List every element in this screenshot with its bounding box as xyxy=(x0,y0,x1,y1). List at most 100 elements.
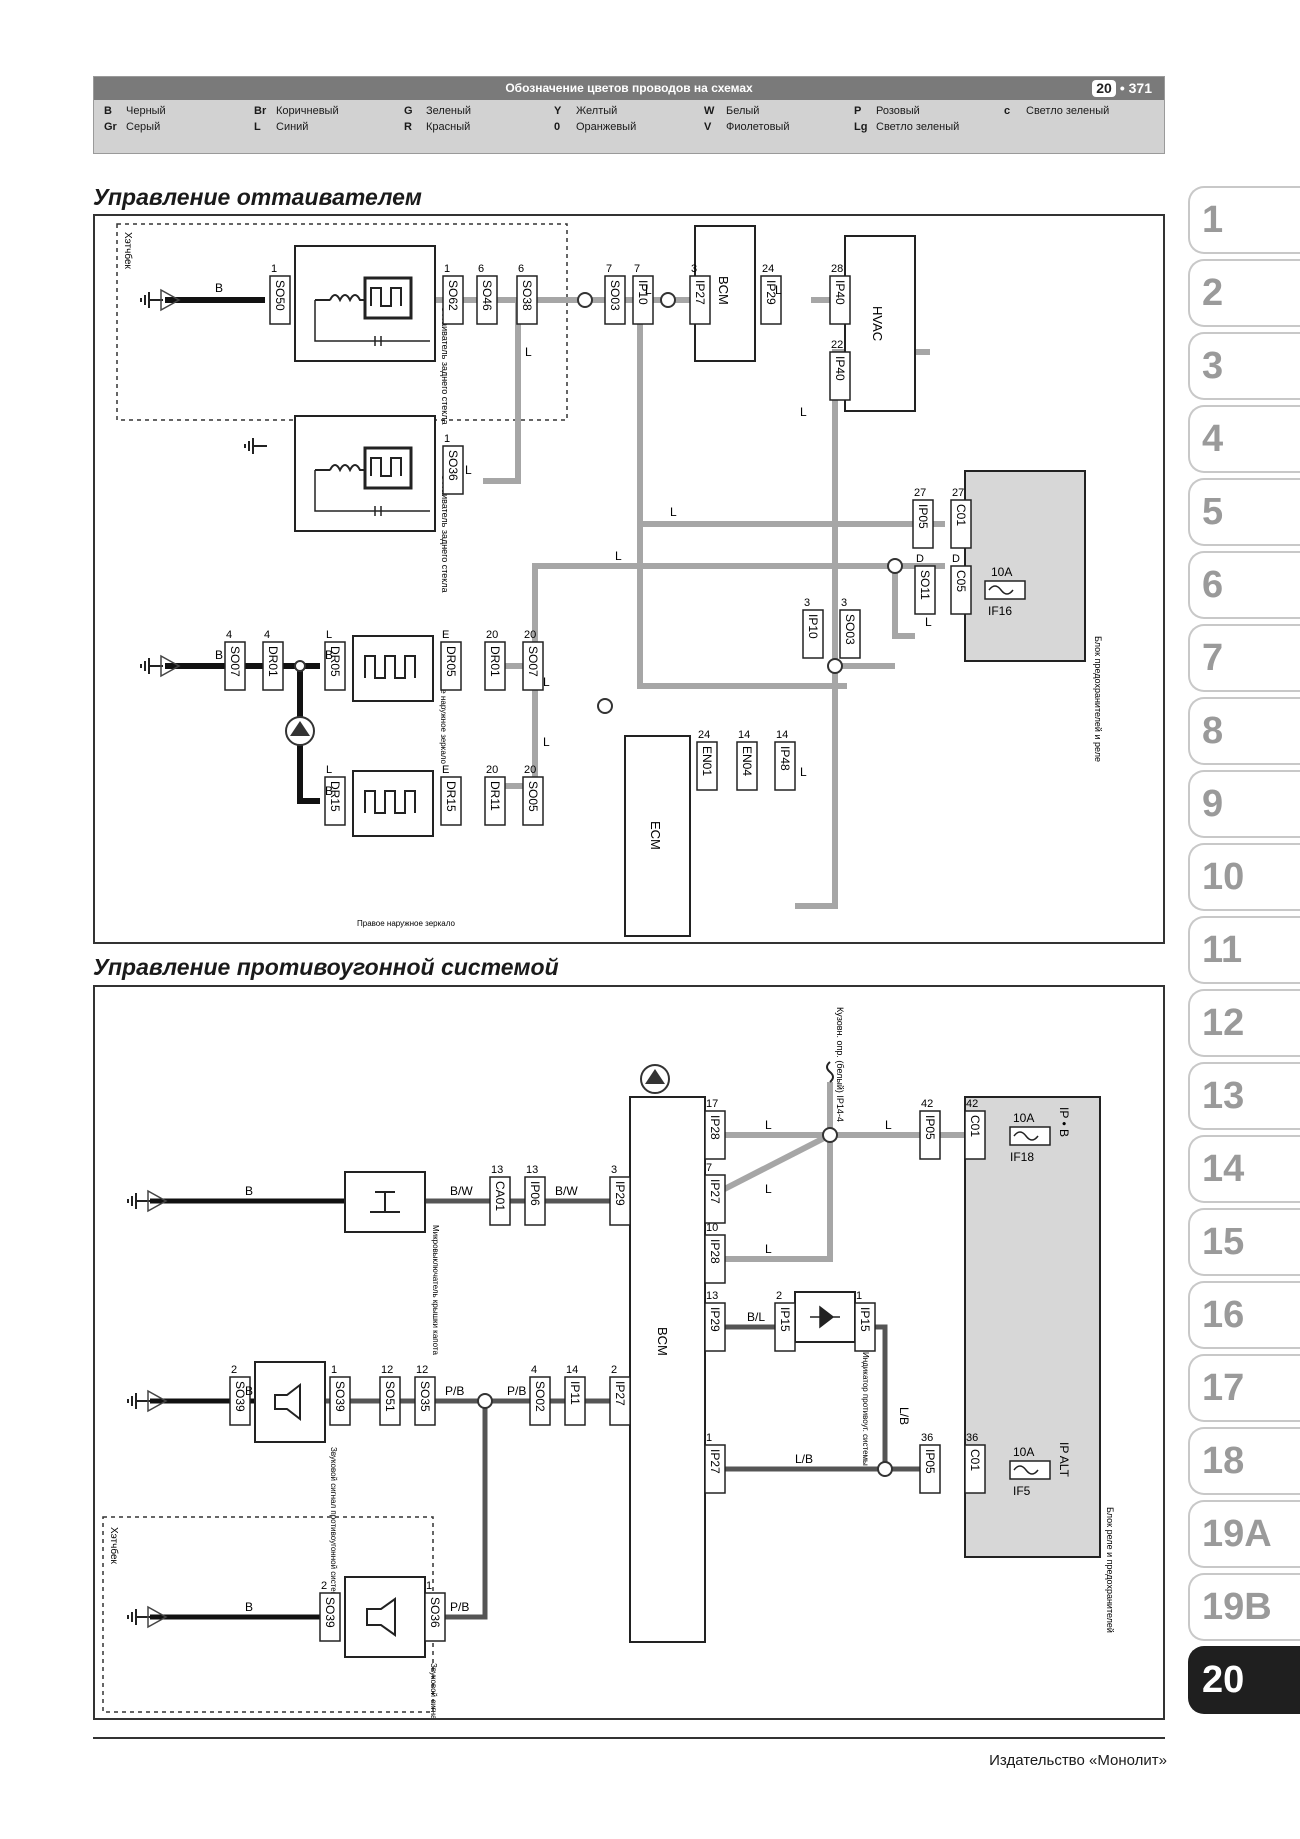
tab-chapter-7[interactable]: 7 xyxy=(1188,624,1300,692)
connector-label: C01 xyxy=(968,1115,982,1137)
pin-number: 4 xyxy=(531,1364,537,1376)
legend-color-name: Белый xyxy=(726,105,760,117)
wire-label: L xyxy=(615,549,622,563)
tab-chapter-11[interactable]: 11 xyxy=(1188,916,1300,984)
ecm-label: ECM xyxy=(648,821,663,850)
legend-color-name: Розовый xyxy=(876,105,920,117)
tab-chapter-16[interactable]: 16 xyxy=(1188,1281,1300,1349)
pin-number: 1 xyxy=(444,433,450,445)
connector-label: IP06 xyxy=(528,1181,542,1206)
wire-label: L xyxy=(543,675,550,689)
tab-chapter-19a[interactable]: 19A xyxy=(1188,1500,1300,1568)
tab-chapter-17[interactable]: 17 xyxy=(1188,1354,1300,1422)
pin-number: L xyxy=(326,764,332,776)
publisher-footer: Издательство «Монолит» xyxy=(989,1752,1167,1769)
legend-color-name: Светло зеленый xyxy=(876,121,960,133)
wire-label: B xyxy=(215,648,223,662)
pin-number: 17 xyxy=(706,1098,718,1110)
tab-chapter-20[interactable]: 20 xyxy=(1188,1646,1300,1714)
wire-label: L xyxy=(765,1242,772,1256)
tab-chapter-15[interactable]: 15 xyxy=(1188,1208,1300,1276)
section-title-antitheft: Управление противоугонной системой xyxy=(93,954,559,980)
tab-chapter-13[interactable]: 13 xyxy=(1188,1062,1300,1130)
tab-chapter-8[interactable]: 8 xyxy=(1188,697,1300,765)
legend-code: B xyxy=(104,105,112,117)
fuse-block-label: Блок предохранителей и реле xyxy=(1093,636,1103,762)
pin-number: 3 xyxy=(841,597,847,609)
connector-label: DR01 xyxy=(266,646,280,677)
legend-color-name: Желтый xyxy=(576,105,618,117)
tab-chapter-10[interactable]: 10 xyxy=(1188,843,1300,911)
tab-chapter-5[interactable]: 5 xyxy=(1188,478,1300,546)
bcm-label: BCM xyxy=(655,1327,670,1356)
fuse-relay-block xyxy=(964,470,1086,662)
tab-chapter-2[interactable]: 2 xyxy=(1188,259,1300,327)
pin-number: 3 xyxy=(611,1164,617,1176)
splice-points xyxy=(294,292,903,714)
tab-chapter-19b[interactable]: 19B xyxy=(1188,1573,1300,1641)
connector-label: SO07 xyxy=(526,646,540,677)
pin-number: 14 xyxy=(738,729,750,741)
pin-number: 13 xyxy=(491,1164,503,1176)
tab-chapter-6[interactable]: 6 xyxy=(1188,551,1300,619)
legend-title: Обозначение цветов проводов на схемах xyxy=(505,81,753,95)
legend-code: Lg xyxy=(854,121,868,133)
legend-color-name: Коричневый xyxy=(276,105,339,117)
connector-label: DR11 xyxy=(488,781,502,811)
hvac-module xyxy=(844,235,916,412)
tab-chapter-3[interactable]: 3 xyxy=(1188,332,1300,400)
wire-label: L xyxy=(765,1182,772,1196)
wire-label: P/B xyxy=(450,1600,469,1614)
connector-label: IP15 xyxy=(858,1307,872,1332)
legend-item: Gr Серый xyxy=(104,121,160,133)
tab-chapter-9[interactable]: 9 xyxy=(1188,770,1300,838)
pin-number: D xyxy=(952,553,960,565)
wire-label: B xyxy=(325,648,333,662)
tab-chapter-1[interactable]: 1 xyxy=(1188,186,1300,254)
pin-number: 13 xyxy=(526,1164,538,1176)
pin-number: 1 xyxy=(331,1364,337,1376)
fuse-if18 xyxy=(1009,1126,1051,1146)
d1-connectors: SO501SO621SO466SO386SO037IP107IP273IP292… xyxy=(224,263,972,826)
connector-label: SO03 xyxy=(843,614,857,645)
legend-color-name: Светло зеленый xyxy=(1026,105,1110,117)
tab-chapter-18[interactable]: 18 xyxy=(1188,1427,1300,1495)
pin-number: 3 xyxy=(691,263,697,275)
connector-label: IP29 xyxy=(708,1307,722,1332)
pin-number: 2 xyxy=(231,1364,237,1376)
fuse-rating: 10A xyxy=(991,565,1012,579)
wire-label: L xyxy=(885,1118,892,1132)
connector-label: IP27 xyxy=(708,1449,722,1474)
connector-label: SO11 xyxy=(918,570,932,600)
page-number: 20• 371 xyxy=(1092,77,1152,100)
tab-chapter-14[interactable]: 14 xyxy=(1188,1135,1300,1203)
left-mirror-label: Левое наружное зеркало xyxy=(439,671,448,765)
legend-color-name: Зеленый xyxy=(426,105,472,117)
ground-icon xyxy=(244,438,267,454)
tab-chapter-4[interactable]: 4 xyxy=(1188,405,1300,473)
fuse-rating: 10A xyxy=(1013,1445,1034,1459)
legend-code: Br xyxy=(254,105,267,117)
legend-color-name: Серый xyxy=(126,121,161,133)
wire-label: B xyxy=(245,1600,253,1614)
connector-label: SO39 xyxy=(233,1381,247,1412)
legend-code: Gr xyxy=(104,121,117,133)
tab-chapter-12[interactable]: 12 xyxy=(1188,989,1300,1057)
wire-label: L xyxy=(645,283,652,297)
connector-label: IP29 xyxy=(764,280,778,305)
pin-number: 2 xyxy=(611,1364,617,1376)
